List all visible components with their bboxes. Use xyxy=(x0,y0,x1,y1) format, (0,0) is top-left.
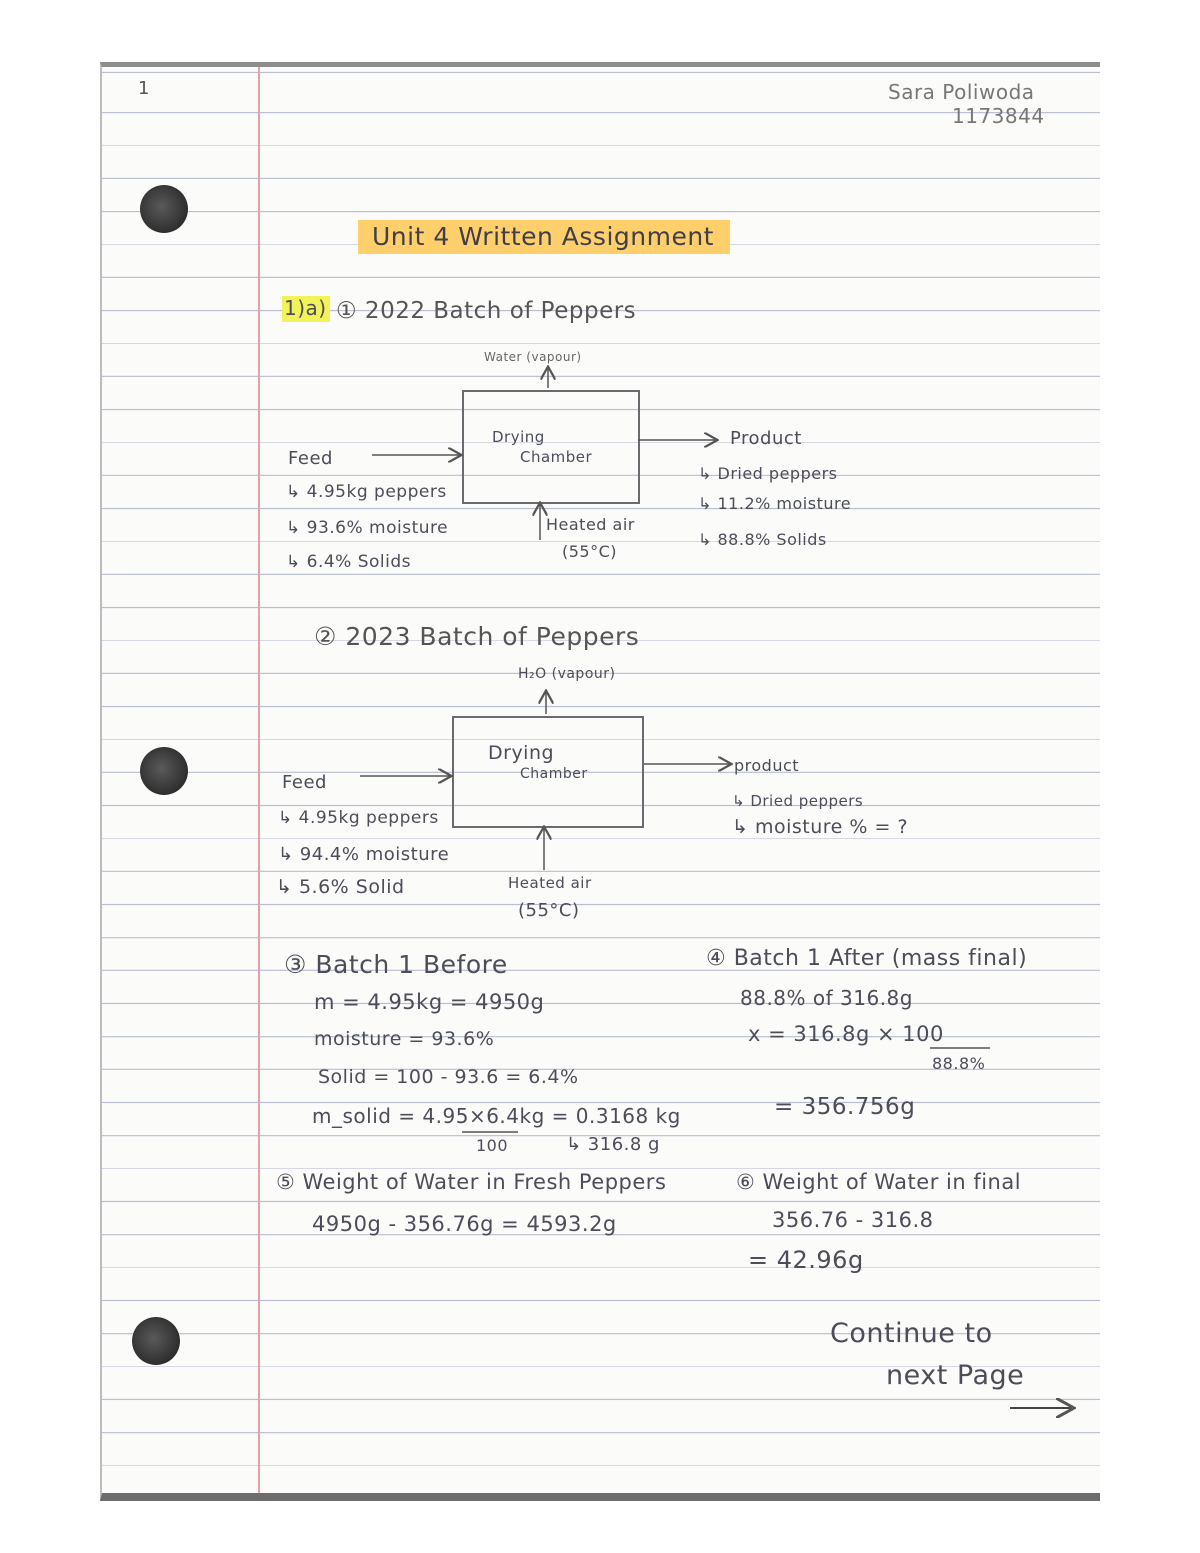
part4-denominator: 88.8% xyxy=(932,1054,986,1073)
part1-product-line3: ↳ 88.8% Solids xyxy=(698,530,827,549)
question-highlight xyxy=(282,296,330,322)
part1-chamber-line1: Drying xyxy=(492,428,545,446)
punch-hole-top xyxy=(140,185,188,233)
part3-line3: Solid = 100 - 93.6 = 6.4% xyxy=(318,1066,579,1088)
part2-label: ② 2023 Batch of Peppers xyxy=(314,622,640,651)
continue-note-line2: next Page xyxy=(886,1360,1025,1391)
part1-feed: Feed xyxy=(288,448,333,469)
part2-product-line2: ↳ moisture % = ? xyxy=(732,816,909,838)
part3-line4: m_solid = 4.95×6.4kg = 0.3168 kg xyxy=(312,1104,681,1128)
part1-feed-mass: ↳ 4.95kg peppers xyxy=(286,482,447,502)
part2-chamber-line1: Drying xyxy=(488,742,555,764)
part2-feed-moisture: ↳ 94.4% moisture xyxy=(278,844,450,865)
question-label: 1)a) xyxy=(284,296,327,320)
part2-feed: Feed xyxy=(282,772,327,793)
part5-label: ⑤ Weight of Water in Fresh Peppers xyxy=(276,1170,667,1194)
part1-feed-moisture: ↳ 93.6% moisture xyxy=(286,518,449,538)
part3-line1: m = 4.95kg = 4950g xyxy=(314,990,545,1014)
part2-product: product xyxy=(734,756,800,775)
part6-line2: = 42.96g xyxy=(748,1246,864,1274)
scan-background xyxy=(0,0,1200,60)
part1-water-out: Water (vapour) xyxy=(484,350,582,364)
notebook-page xyxy=(100,62,1100,1501)
part1-product: Product xyxy=(730,428,802,449)
author-name: Sara Poliwoda xyxy=(888,80,1035,104)
punch-hole-middle xyxy=(140,747,188,795)
part1-product-line1: ↳ Dried peppers xyxy=(698,464,838,483)
part4-label: ④ Batch 1 After (mass final) xyxy=(706,946,1028,971)
part2-feed-solid: ↳ 5.6% Solid xyxy=(276,876,405,898)
part6-line1: 356.76 - 316.8 xyxy=(772,1208,934,1232)
part2-heated-air: Heated air xyxy=(508,874,592,892)
punch-hole-bottom xyxy=(132,1317,180,1365)
continue-note-line1: Continue to xyxy=(830,1318,993,1349)
ruled-lines xyxy=(102,67,1100,1493)
part4-line2: x = 316.8g × 100 xyxy=(748,1022,944,1046)
margin-line xyxy=(258,67,260,1493)
part2-chamber-line2: Chamber xyxy=(520,766,588,782)
page-number: 1 xyxy=(138,78,150,99)
part3-line2: moisture = 93.6% xyxy=(314,1028,495,1050)
part3-label: ③ Batch 1 Before xyxy=(284,950,508,979)
part2-water-out: H₂O (vapour) xyxy=(518,666,616,682)
part1-product-line2: ↳ 11.2% moisture xyxy=(698,494,852,513)
part3-denominator: 100 xyxy=(476,1136,509,1155)
part1-heated-air: Heated air xyxy=(546,515,635,534)
part3-sub-result: ↳ 316.8 g xyxy=(566,1134,660,1155)
part4-line1: 88.8% of 316.8g xyxy=(740,986,913,1010)
part2-product-line1: ↳ Dried peppers xyxy=(732,792,864,810)
part1-chamber-box xyxy=(462,390,640,504)
part4-result: = 356.756g xyxy=(774,1094,916,1120)
part1-chamber-line2: Chamber xyxy=(520,448,593,466)
part5-line: 4950g - 356.76g = 4593.2g xyxy=(312,1212,617,1236)
title-highlight xyxy=(358,220,730,254)
part2-air-temp: (55°C) xyxy=(518,900,580,921)
page-title: Unit 4 Written Assignment xyxy=(372,222,714,251)
part1-label: ① 2022 Batch of Peppers xyxy=(336,298,637,324)
part1-air-temp: (55°C) xyxy=(562,542,618,561)
part1-feed-solids: ↳ 6.4% Solids xyxy=(286,552,412,572)
part2-feed-mass: ↳ 4.95kg peppers xyxy=(278,808,439,828)
author-id: 1173844 xyxy=(952,104,1045,128)
part6-label: ⑥ Weight of Water in final xyxy=(736,1170,1022,1194)
